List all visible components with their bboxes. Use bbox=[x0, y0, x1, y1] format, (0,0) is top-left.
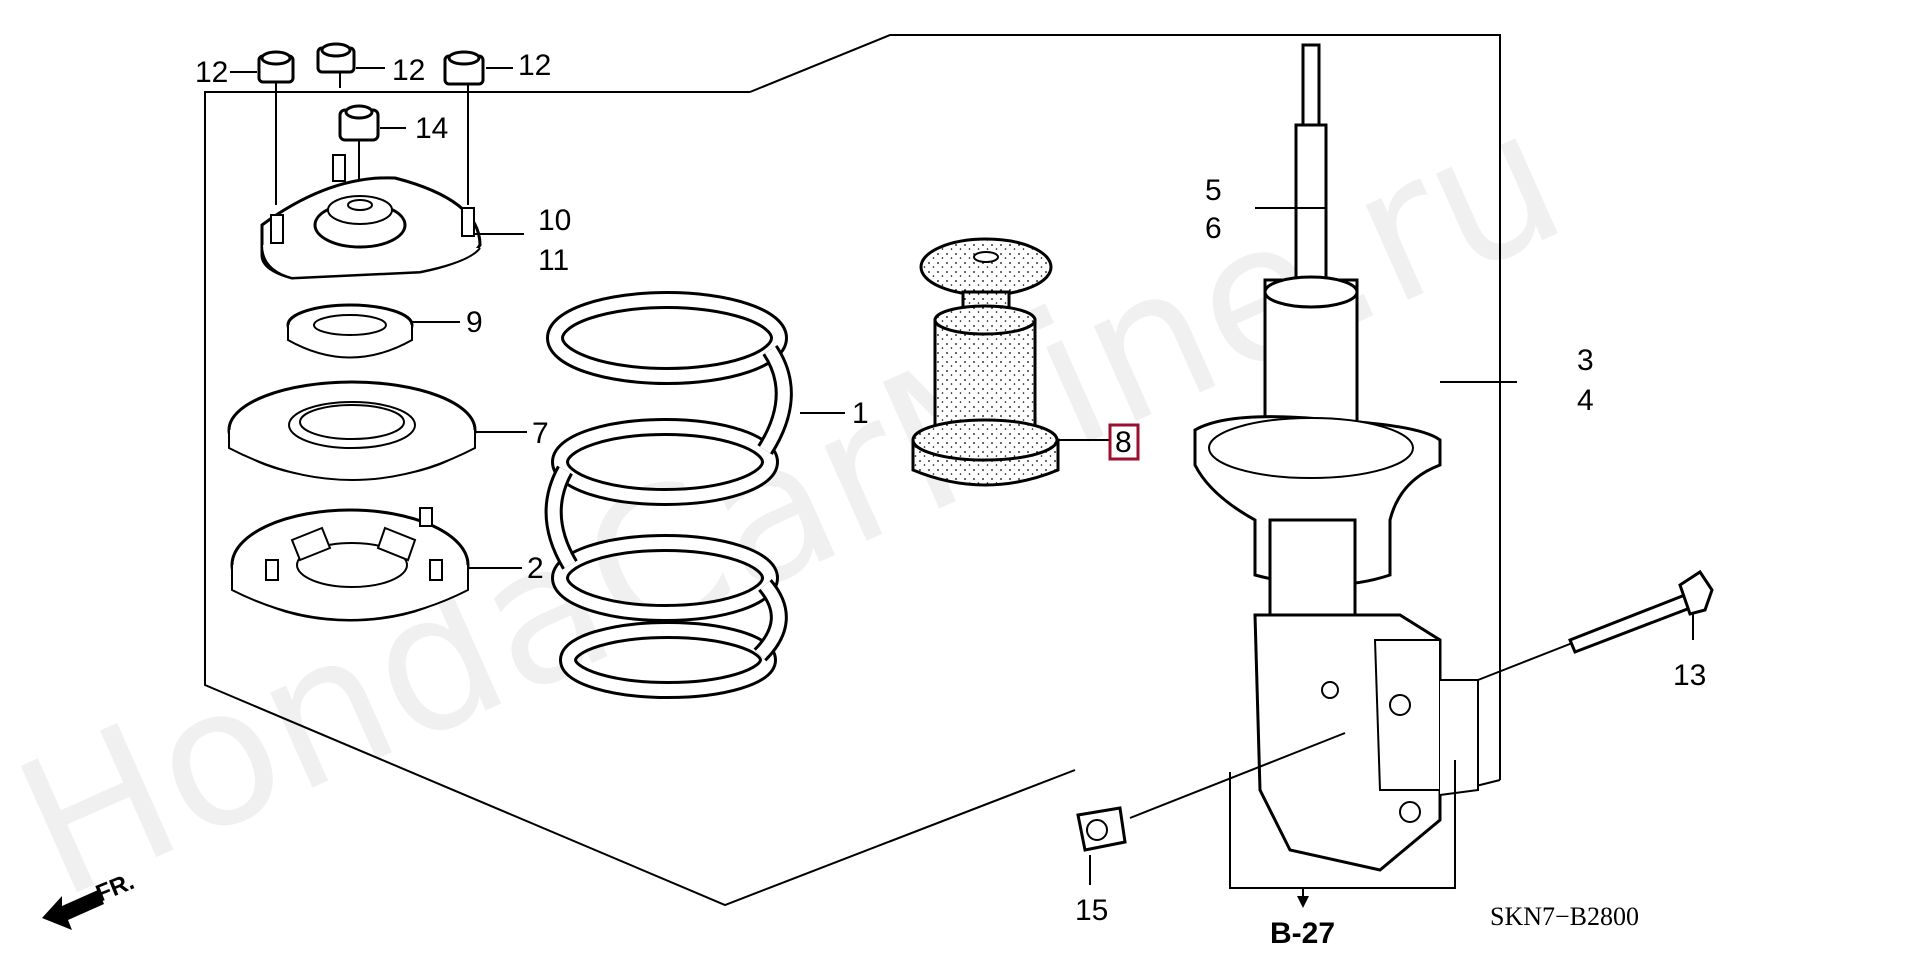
part-9-bearing bbox=[286, 303, 460, 359]
callout-2: 2 bbox=[527, 552, 544, 585]
part-14-nut bbox=[338, 104, 406, 190]
callout-9: 9 bbox=[466, 306, 483, 339]
callout-14: 14 bbox=[415, 112, 448, 145]
part-10-11-mount-base bbox=[260, 154, 524, 280]
part-8-highlight-box bbox=[1108, 423, 1140, 461]
part-8-bump-stop bbox=[911, 237, 1110, 487]
callout-11: 11 bbox=[538, 244, 569, 277]
part-12-nut-right bbox=[443, 50, 513, 205]
part-13-bolt bbox=[1568, 569, 1714, 654]
part-2-lower-seat bbox=[230, 507, 522, 622]
part-3-4-strut bbox=[1193, 43, 1581, 872]
callout-6: 6 bbox=[1205, 212, 1222, 245]
callout-7: 7 bbox=[532, 417, 549, 450]
part-7-spring-seat bbox=[227, 380, 527, 481]
callout-12-middle: 12 bbox=[392, 54, 425, 87]
callout-12-left: 12 bbox=[195, 56, 228, 89]
callout-5: 5 bbox=[1205, 174, 1222, 207]
callout-15: 15 bbox=[1075, 894, 1108, 927]
part-12-nut-left bbox=[230, 50, 295, 205]
callout-10: 10 bbox=[538, 204, 571, 237]
callout-1: 1 bbox=[852, 397, 869, 430]
part-1-coil-spring bbox=[544, 291, 845, 699]
diagram-code: SKN7−B2800 bbox=[1490, 902, 1639, 931]
callout-4: 4 bbox=[1577, 384, 1594, 417]
part-12-nut-middle bbox=[316, 42, 385, 88]
callout-13: 13 bbox=[1673, 659, 1706, 692]
part-15-nut bbox=[1076, 732, 1346, 885]
b27-reference-bracket bbox=[1229, 760, 1456, 908]
callout-3: 3 bbox=[1577, 344, 1594, 377]
callout-12-right: 12 bbox=[518, 49, 551, 82]
reference-label: B-27 bbox=[1270, 917, 1335, 950]
callout-8: 8 bbox=[1115, 426, 1132, 459]
